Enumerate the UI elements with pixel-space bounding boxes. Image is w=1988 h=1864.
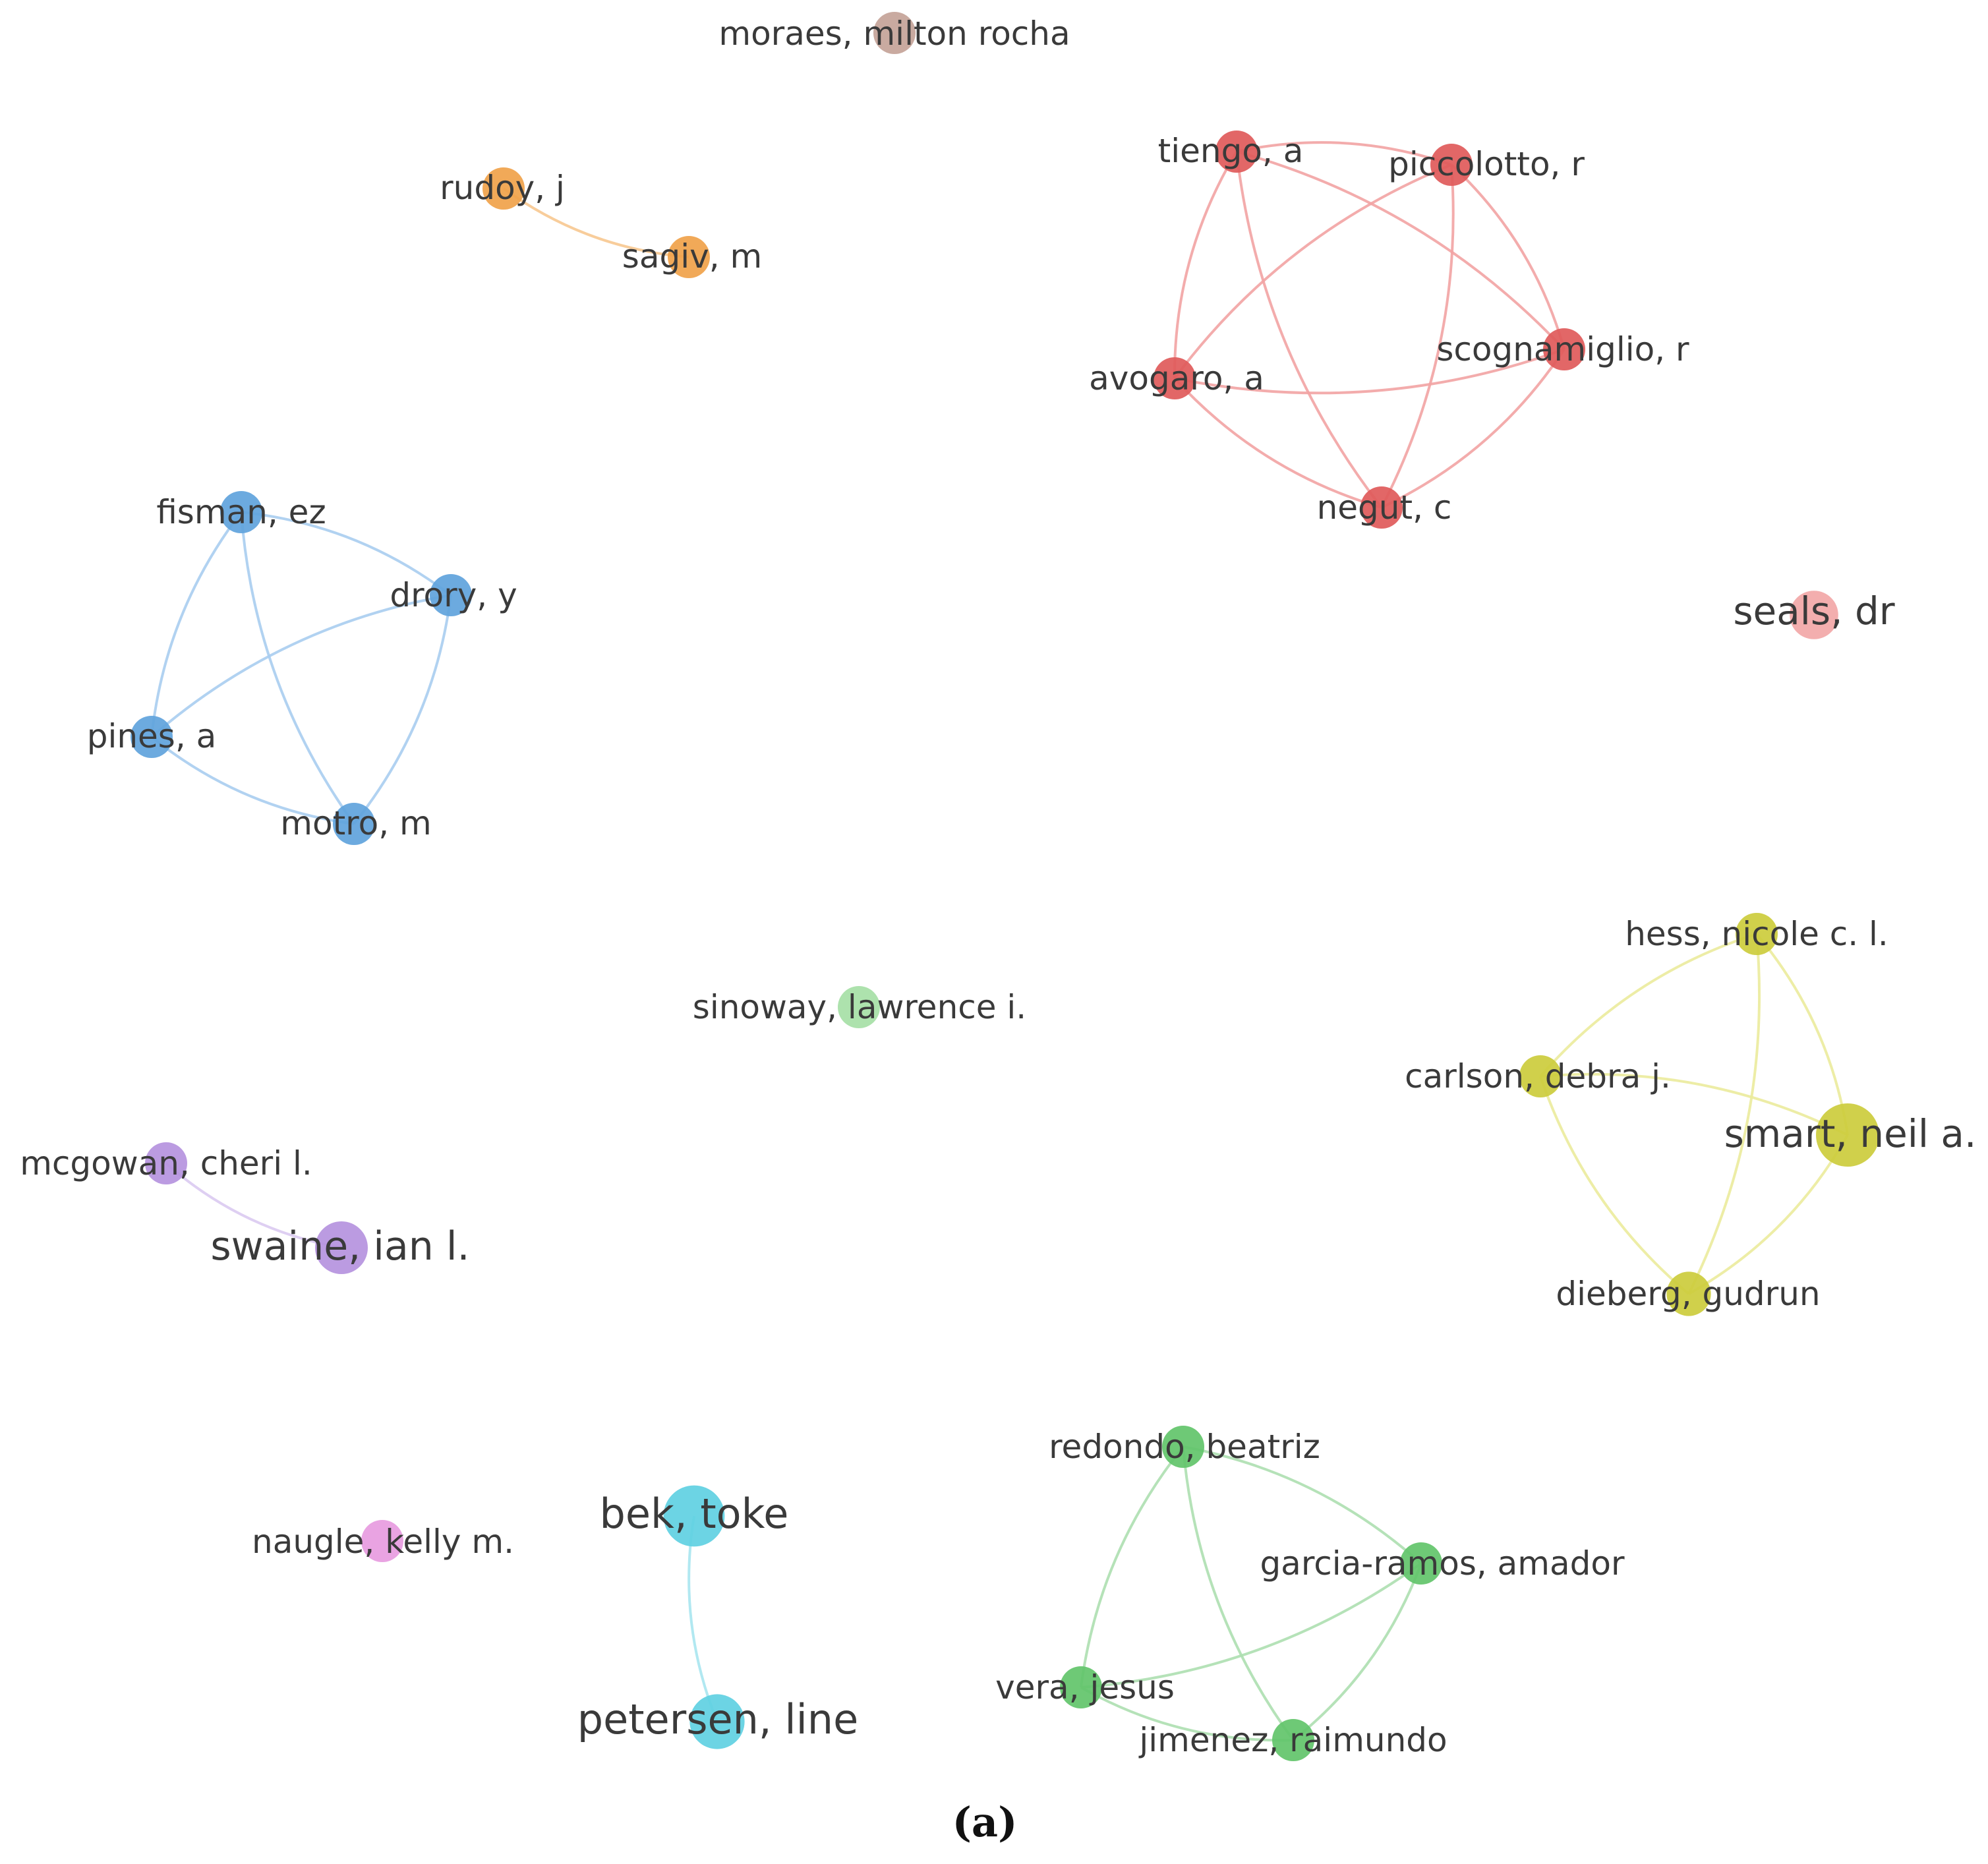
node-scognamiglio[interactable] [1543,328,1585,370]
node-swaine[interactable] [315,1221,368,1274]
edge-garcia-jimenez [1292,1563,1422,1741]
label-fisman: fisman, ez [156,493,326,531]
label-negut: negut, c [1317,488,1452,527]
edge-tiengo-negut [1235,151,1383,509]
edge-tiengo-avogaro [1173,150,1238,379]
node-smart[interactable] [1816,1103,1879,1167]
edge-carlson-smart [1540,1072,1848,1136]
edge-tiengo-scognamiglio [1236,150,1565,351]
node-hess[interactable] [1736,913,1778,955]
node-drory[interactable] [430,574,472,616]
label-jimenez: jimenez, raimundo [1138,1721,1447,1759]
edge-scognamiglio-negut [1381,348,1565,509]
figure-caption: (a) [952,1798,1018,1846]
label-dieberg: dieberg, gudrun [1556,1275,1820,1313]
label-rudoy: rudoy, j [440,169,565,207]
label-hess: hess, nicole c. l. [1625,915,1888,953]
label-bek: bek, toke [600,1490,789,1538]
label-avogaro: avogaro, a [1089,359,1264,397]
edge-redondo-garcia [1183,1445,1422,1565]
edge-rudoy-sagiv [502,187,689,258]
label-vera: vera, jesus [995,1668,1175,1706]
node-naugle[interactable] [361,1520,403,1562]
label-garcia: garcia-ramos, amador [1260,1544,1625,1583]
edge-redondo-jimenez [1182,1446,1295,1741]
node-seals[interactable] [1790,591,1838,639]
node-rudoy[interactable] [482,167,525,210]
label-naugle: naugle, kelly m. [252,1523,514,1561]
node-dieberg[interactable] [1666,1271,1711,1316]
label-carlson: carlson, debra j. [1405,1057,1671,1095]
edge-fisman-pines [150,511,243,738]
nodes-layer [131,12,1879,1761]
node-sinoway[interactable] [838,986,880,1028]
edge-tiengo-piccolotto [1236,141,1452,166]
edge-carlson-dieberg [1539,1076,1690,1295]
node-vera[interactable] [1060,1666,1102,1708]
node-carlson[interactable] [1519,1055,1562,1097]
edge-drory-motro [353,595,452,825]
edge-hess-dieberg [1687,933,1761,1295]
edge-hess-smart [1755,933,1849,1136]
label-tiengo: tiengo, a [1158,132,1304,170]
label-sagiv: sagiv, m [622,237,762,276]
edge-fisman-motro [240,511,355,825]
node-redondo[interactable] [1162,1426,1204,1468]
edge-fisman-drory [241,511,452,597]
label-piccolotto: piccolotto, r [1388,145,1585,183]
node-sagiv[interactable] [668,236,710,278]
edge-smart-dieberg [1688,1134,1849,1295]
node-avogaro[interactable] [1154,357,1196,399]
label-motro: motro, m [280,804,431,842]
node-piccolotto[interactable] [1430,144,1473,186]
label-smart: smart, neil a. [1724,1111,1977,1156]
label-seals: seals, dr [1733,589,1894,633]
node-negut[interactable] [1360,486,1403,529]
node-tiengo[interactable] [1215,131,1258,173]
edge-bek-petersen [687,1515,718,1722]
node-moraes[interactable] [873,12,916,54]
node-mcgowan[interactable] [145,1142,187,1184]
edge-hess-carlson [1539,933,1757,1078]
label-sinoway: sinoway, lawrence i. [693,988,1026,1026]
node-garcia[interactable] [1400,1542,1442,1585]
node-pines[interactable] [131,716,173,758]
node-fisman[interactable] [220,491,262,533]
edge-piccolotto-scognamiglio [1450,163,1565,350]
edge-piccolotto-avogaro [1173,163,1452,380]
label-pines: pines, a [87,717,217,755]
label-petersen: petersen, line [577,1695,859,1743]
node-motro[interactable] [333,803,375,845]
node-bek[interactable] [663,1485,725,1547]
label-mcgowan: mcgowan, cheri l. [20,1144,312,1182]
node-jimenez[interactable] [1272,1719,1314,1761]
label-drory: drory, y [390,576,517,614]
label-redondo: redondo, beatriz [1049,1428,1320,1466]
edge-vera-jimenez [1080,1686,1294,1742]
node-petersen[interactable] [689,1694,745,1749]
edge-pines-motro [150,736,355,825]
labels-layer: tiengo, a piccolotto, r scognamiglio, r avo… [20,15,1976,1759]
edge-garcia-vera [1080,1562,1422,1689]
edge-redondo-vera [1080,1445,1184,1688]
edge-scognamiglio-avogaro [1174,348,1565,395]
edge-avogaro-negut [1173,377,1382,509]
edge-drory-pines [150,594,452,738]
label-swaine: swaine, ian l. [210,1223,469,1269]
edges-layer [150,141,1849,1742]
label-moraes: moraes, milton rocha [718,15,1070,53]
label-scognamiglio: scognamiglio, r [1436,330,1689,368]
edge-piccolotto-negut [1380,164,1455,508]
